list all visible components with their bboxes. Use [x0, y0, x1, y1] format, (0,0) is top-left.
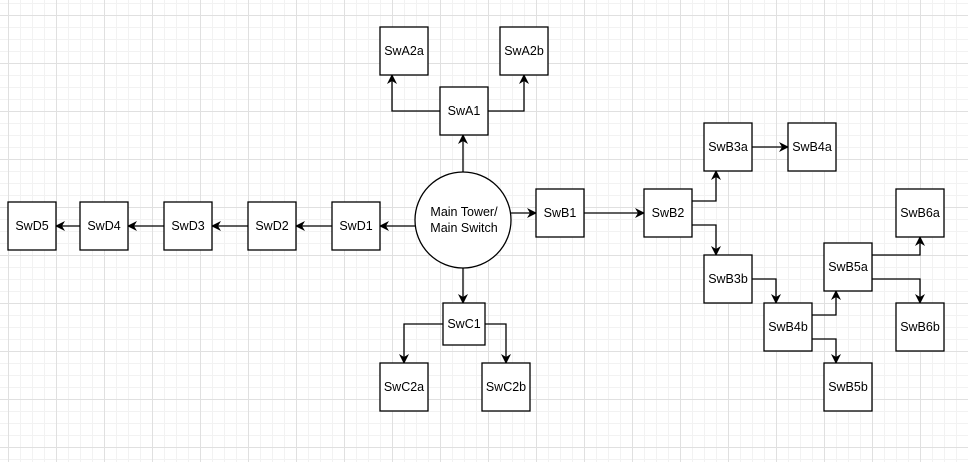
node-swc1[interactable]: SwC1 — [442, 302, 486, 346]
switch-box-shape — [703, 122, 753, 172]
switch-label: SwB4a — [792, 140, 832, 154]
switch-box-shape — [439, 86, 489, 136]
node-swa1[interactable]: SwA1 — [439, 86, 489, 136]
hub-circle-shape — [414, 171, 512, 269]
arrow-connector — [872, 236, 925, 256]
switch-box-shape — [331, 201, 381, 251]
switch-box-shape — [79, 201, 129, 251]
edge-swb5a-to-swb6a[interactable] — [872, 236, 925, 256]
arrow-connector — [692, 224, 721, 256]
switch-label: SwD1 — [339, 219, 372, 233]
switch-box-shape — [643, 188, 693, 238]
edge-swb3b-to-swb4b[interactable] — [752, 278, 781, 304]
switch-box-shape — [535, 188, 585, 238]
edge-swc1-to-swc2b[interactable] — [485, 323, 511, 364]
switch-box-shape — [823, 242, 873, 292]
switch-box-shape — [895, 302, 945, 352]
edge-swb2-to-swb3a[interactable] — [692, 170, 721, 202]
node-swa2a[interactable]: SwA2a — [379, 26, 429, 76]
node-swb6a[interactable]: SwB6a — [895, 188, 945, 238]
node-swa2b[interactable]: SwA2b — [499, 26, 549, 76]
switch-box-shape — [379, 26, 429, 76]
switch-label: SwB3b — [708, 272, 748, 286]
node-swb4b[interactable]: SwB4b — [763, 302, 813, 352]
node-swb4a[interactable]: SwB4a — [787, 122, 837, 172]
arrow-connector — [387, 74, 440, 112]
node-swd3[interactable]: SwD3 — [163, 201, 213, 251]
switch-box-shape — [823, 362, 873, 412]
switch-box-shape — [787, 122, 837, 172]
switch-label: SwB4b — [768, 320, 808, 334]
arrow-connector — [692, 170, 721, 202]
switch-label: SwC2a — [384, 380, 424, 394]
switch-label: SwD4 — [87, 219, 120, 233]
switch-box-shape — [442, 302, 486, 346]
switch-label: SwD3 — [171, 219, 204, 233]
node-swb3b[interactable]: SwB3b — [703, 254, 753, 304]
arrow-connector — [399, 323, 443, 364]
switch-label: SwB6a — [900, 206, 940, 220]
switch-box-shape — [247, 201, 297, 251]
switch-label: SwB1 — [544, 206, 577, 220]
edge-swb2-to-swb3b[interactable] — [692, 224, 721, 256]
edge-swa1-to-swa2a[interactable] — [387, 74, 440, 112]
node-main-tower-switch[interactable]: Main Tower/Main Switch — [414, 171, 512, 269]
switch-box-shape — [7, 201, 57, 251]
arrow-connector — [488, 74, 529, 112]
switch-label: SwB5a — [828, 260, 868, 274]
edge-swb5a-to-swb6b[interactable] — [872, 278, 925, 304]
node-swd5[interactable]: SwD5 — [7, 201, 57, 251]
node-swc2b[interactable]: SwC2b — [481, 362, 531, 412]
edge-swa1-to-swa2b[interactable] — [488, 74, 529, 112]
switch-label: SwD5 — [15, 219, 48, 233]
arrow-connector — [752, 278, 781, 304]
node-swb5b[interactable]: SwB5b — [823, 362, 873, 412]
node-swd1[interactable]: SwD1 — [331, 201, 381, 251]
switch-box-shape — [481, 362, 531, 412]
arrow-connector — [485, 323, 511, 364]
node-swb2[interactable]: SwB2 — [643, 188, 693, 238]
node-swd2[interactable]: SwD2 — [247, 201, 297, 251]
switch-label: SwC2b — [486, 380, 526, 394]
switch-label: SwB5b — [828, 380, 868, 394]
switch-label: SwB3a — [708, 140, 748, 154]
switch-label: SwD2 — [255, 219, 288, 233]
switch-box-shape — [379, 362, 429, 412]
hub-label-line: Main Tower/ — [430, 205, 498, 219]
edge-swb4b-to-swb5a[interactable] — [812, 290, 841, 316]
switch-label: SwB6b — [900, 320, 940, 334]
node-swb5a[interactable]: SwB5a — [823, 242, 873, 292]
node-swb3a[interactable]: SwB3a — [703, 122, 753, 172]
arrow-connector — [812, 290, 841, 316]
arrow-connector — [872, 278, 925, 304]
node-swc2a[interactable]: SwC2a — [379, 362, 429, 412]
arrow-connector — [812, 338, 841, 364]
switch-box-shape — [163, 201, 213, 251]
switch-box-shape — [763, 302, 813, 352]
hub-label-line: Main Switch — [430, 221, 497, 235]
edge-swc1-to-swc2a[interactable] — [399, 323, 443, 364]
node-swb6b[interactable]: SwB6b — [895, 302, 945, 352]
node-swb1[interactable]: SwB1 — [535, 188, 585, 238]
switch-box-shape — [703, 254, 753, 304]
switch-box-shape — [895, 188, 945, 238]
switch-label: SwA2a — [384, 44, 424, 58]
switch-label: SwC1 — [447, 317, 480, 331]
switch-label: SwB2 — [652, 206, 685, 220]
edge-swb4b-to-swb5b[interactable] — [812, 338, 841, 364]
node-swd4[interactable]: SwD4 — [79, 201, 129, 251]
switch-label: SwA2b — [504, 44, 544, 58]
switch-box-shape — [499, 26, 549, 76]
switch-label: SwA1 — [448, 104, 481, 118]
